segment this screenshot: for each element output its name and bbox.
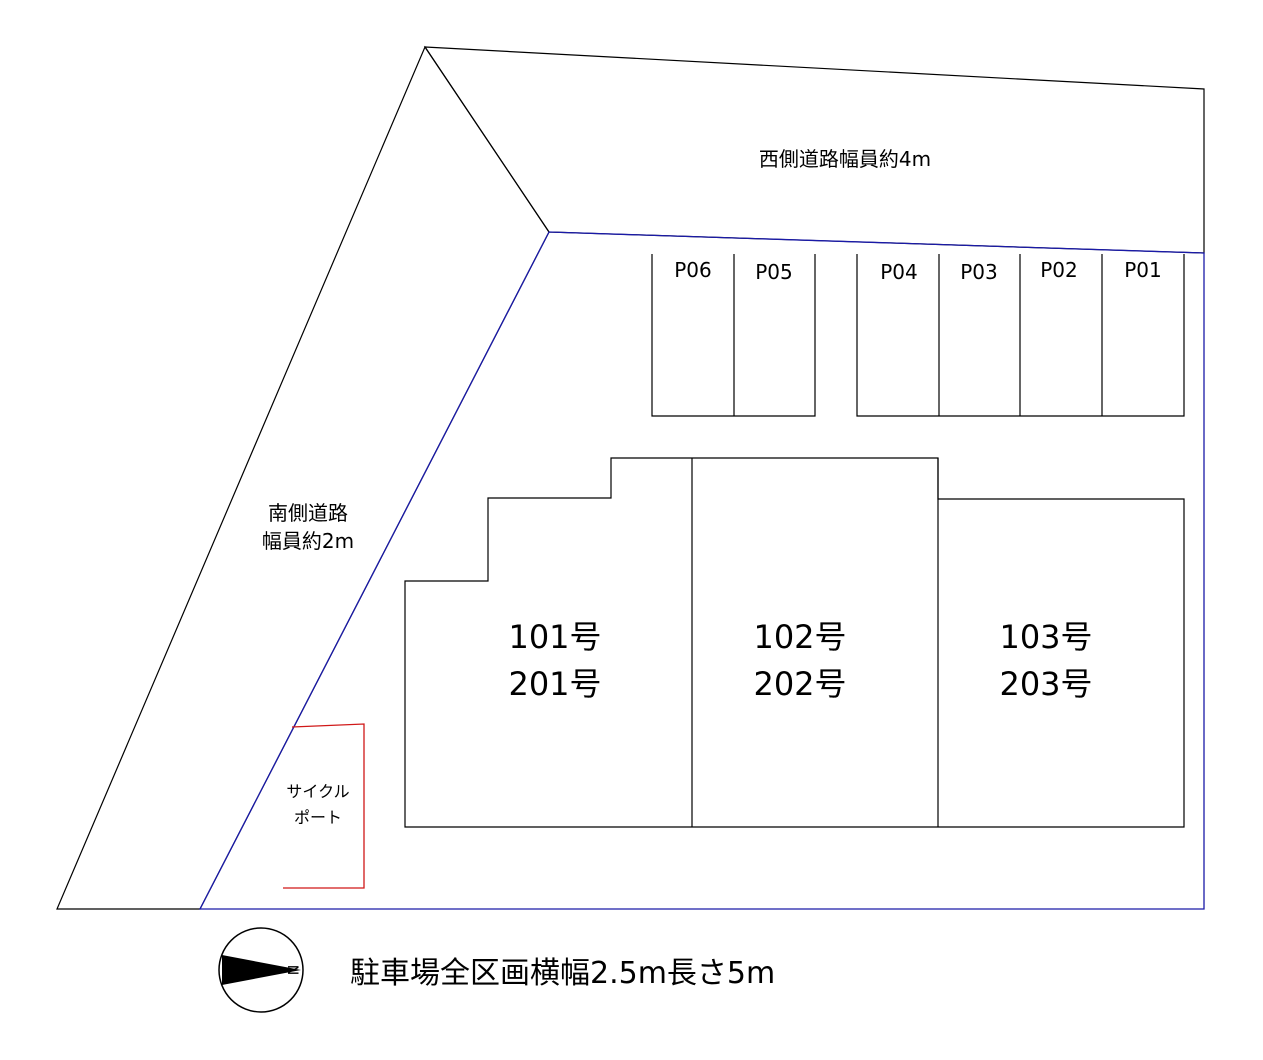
parking-slot-p05: P05 bbox=[755, 260, 793, 284]
parking-group-b bbox=[856, 254, 1185, 417]
building-unit-dividers bbox=[691, 458, 939, 827]
parking-slot-p06: P06 bbox=[674, 258, 712, 282]
parking-slot-p04: P04 bbox=[880, 260, 918, 284]
south-road bbox=[56, 45, 550, 910]
compass-icon: N bbox=[218, 927, 304, 1013]
unit-3-line2: 203号 bbox=[999, 665, 1092, 703]
cycle-port bbox=[283, 723, 365, 889]
cycle-port-label-line1: サイクル bbox=[286, 782, 349, 801]
unit-3-line1: 103号 bbox=[999, 618, 1092, 656]
compass-north-letter: N bbox=[284, 965, 300, 975]
parking-slot-p01: P01 bbox=[1124, 258, 1162, 282]
cycle-port-label-line2: ポート bbox=[294, 808, 342, 827]
west-road-label: 西側道路幅員約4m bbox=[759, 147, 931, 171]
unit-2-line1: 102号 bbox=[753, 618, 846, 656]
unit-1-line1: 101号 bbox=[508, 618, 601, 656]
parking-size-note: 駐車場全区画横幅2.5m長さ5m bbox=[350, 956, 775, 991]
unit-1-line2: 201号 bbox=[508, 665, 601, 703]
parking-group-a bbox=[651, 254, 816, 417]
unit-2-line2: 202号 bbox=[753, 665, 846, 703]
site-boundary bbox=[198, 231, 1205, 910]
parking-slot-p03: P03 bbox=[960, 260, 998, 284]
south-road-label-line2: 幅員約2m bbox=[262, 529, 354, 553]
south-road-label-line1: 南側道路 bbox=[268, 501, 348, 525]
parking-slot-p02: P02 bbox=[1040, 258, 1078, 282]
